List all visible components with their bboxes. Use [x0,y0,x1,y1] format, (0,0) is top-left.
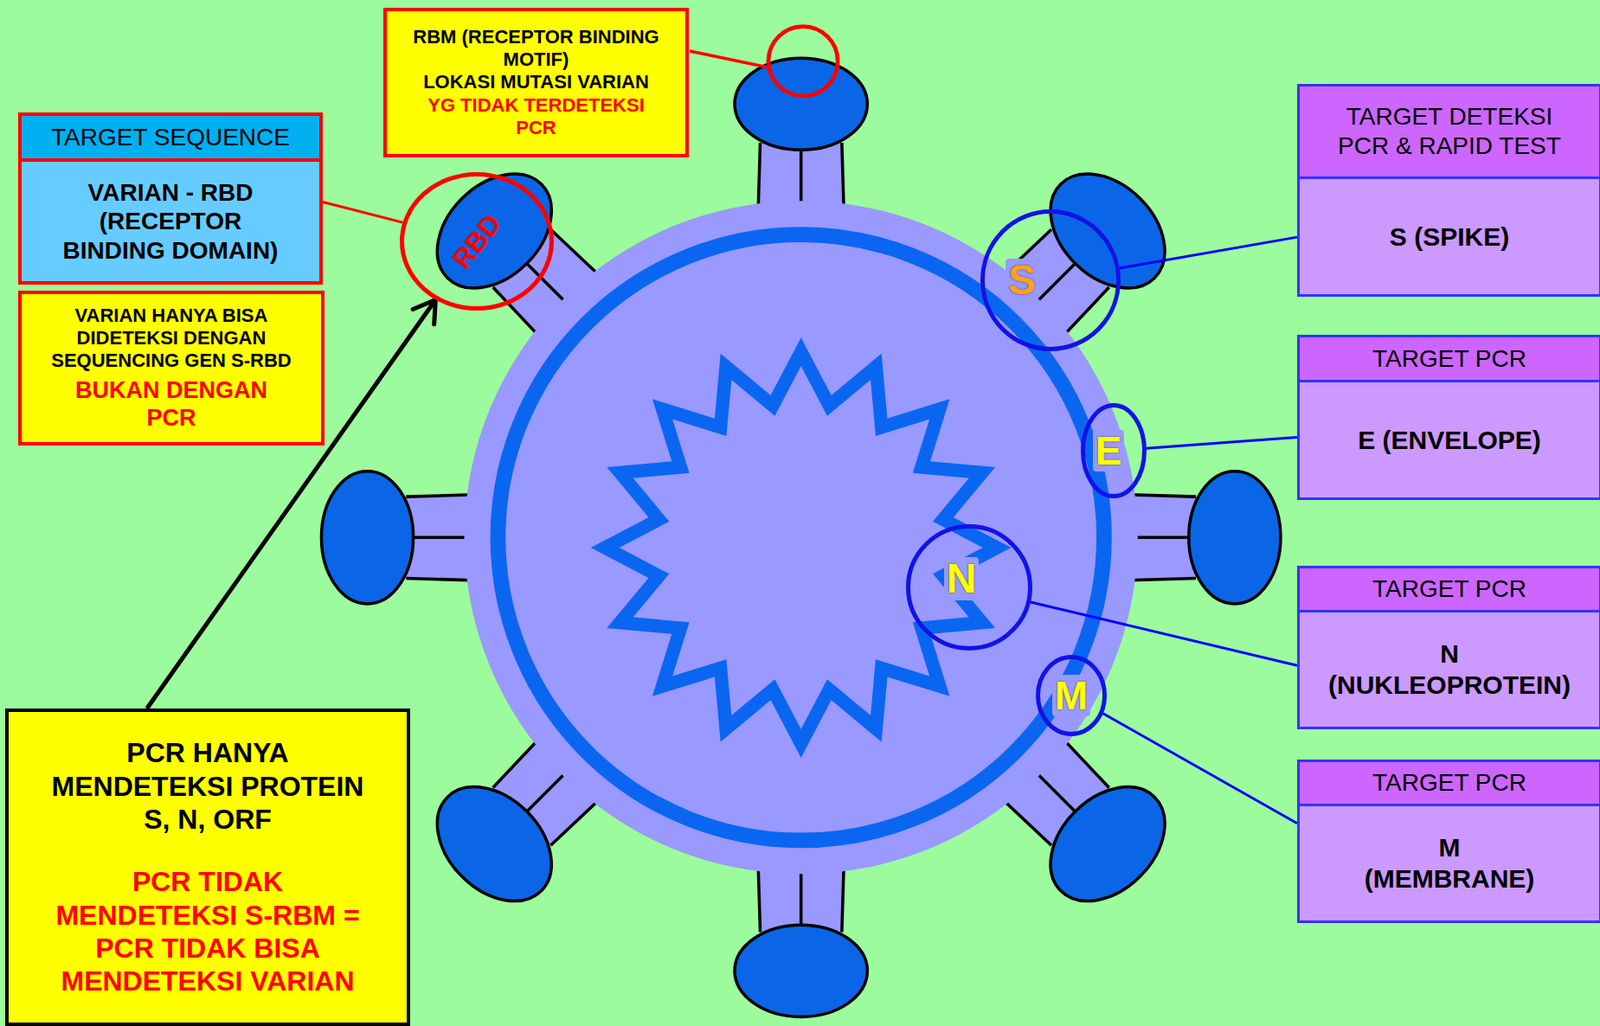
virus-body [464,200,1138,874]
note-box: VARIAN HANYA BISA DIDETEKSI DENGAN SEQUE… [18,290,325,446]
connector-line [322,201,403,223]
note-box: PCR HANYA MENDETEKSI PROTEIN S, N, ORF PC… [5,708,411,1026]
arrow-head [412,300,436,325]
connector [1103,713,1298,824]
body-band: VARIAN - RBD (RECEPTOR BINDING DOMAIN) [21,161,320,282]
label-text: E (ENVELOPE) [1357,424,1542,457]
label-text: TARGET PCR [1372,768,1527,798]
protein-marker: E [1080,403,1147,499]
connector [322,201,403,223]
target-box: TARGET PCR M (MEMBRANE) [1297,759,1600,924]
label-text: N [944,557,980,601]
body-band: M (MEMBRANE) [1299,806,1600,921]
target-box: TARGET PCR N (NUKLEOPROTEIN) [1297,565,1600,730]
label-text: S (SPIKE) [1389,221,1510,253]
label-text: VARIAN HANYA BISA DIDETEKSI DENGAN SEQUE… [41,304,302,373]
protein-marker: S [980,209,1121,352]
label-text: PCR HANYA MENDETEKSI PROTEIN S, N, ORF [43,736,373,836]
label-text: TARGET PCR [1372,574,1527,605]
label-text: VARIAN - RBD (RECEPTOR BINDING DOMAIN) [49,178,292,266]
marker-outline [980,209,1121,352]
header-band: TARGET PCR [1299,337,1600,383]
label-text: E [1092,430,1125,472]
envelope-ring [497,234,1104,841]
label-text: TARGET PCR [1372,344,1527,374]
target-box: TARGET SEQUENCE VARIAN - RBD (RECEPTOR BI… [18,112,323,285]
connector-line [1119,237,1298,269]
marker-ellipse [1083,405,1145,497]
body-band: N (NUKLEOPROTEIN) [1299,612,1600,727]
label-text: M [1052,674,1091,717]
marker-ellipse [1038,657,1106,735]
marker-ellipse [908,526,1031,649]
header-band: TARGET PCR [1299,762,1600,807]
label-text: TARGET DETEKSI PCR & RAPID TEST [1330,102,1569,161]
genome-star [604,352,997,745]
connector [1119,237,1298,269]
label-text: M (MEMBRANE) [1356,832,1543,895]
target-box: TARGET PCR E (ENVELOPE) [1297,334,1600,501]
label-text: PCR TIDAK MENDETEKSI S-RBM = PCR TIDAK B… [43,865,373,999]
header-band: TARGET DETEKSI PCR & RAPID TEST [1299,86,1600,180]
leader-line [689,51,768,68]
body-band: S (SPIKE) [1299,179,1600,295]
label-text: S [1005,258,1039,303]
header-band: TARGET PCR [1299,568,1600,613]
header-band: TARGET SEQUENCE [21,115,320,162]
marker-ellipse [402,174,553,309]
protein-marker: N [906,524,1033,651]
connector [1146,436,1298,449]
marker-ellipse [983,212,1119,350]
label-text: N (NUKLEOPROTEIN) [1322,638,1578,701]
target-box: TARGET DETEKSI PCR & RAPID TEST S (SPIKE) [1297,83,1600,297]
label-text: LOKASI MUTASI VARIAN [423,70,649,94]
protein-marker: M [1035,655,1107,737]
note-box: RBM (RECEPTOR BINDING MOTIF)LOKASI MUTAS… [383,7,689,158]
label-text: RBD [447,209,507,274]
label-text: YG TIDAK TERDETEKSI PCR [408,94,664,141]
connector-line [1146,436,1298,449]
label-text: BUKAN DENGAN PCR [58,376,284,433]
label-text: TARGET SEQUENCE [51,122,290,153]
rbm-marker [768,26,838,97]
label-text: RBM (RECEPTOR BINDING MOTIF) [408,25,664,72]
body-band: E (ENVELOPE) [1299,382,1600,498]
connector-line [1103,713,1298,824]
rbd-marker: RBD [399,172,554,311]
